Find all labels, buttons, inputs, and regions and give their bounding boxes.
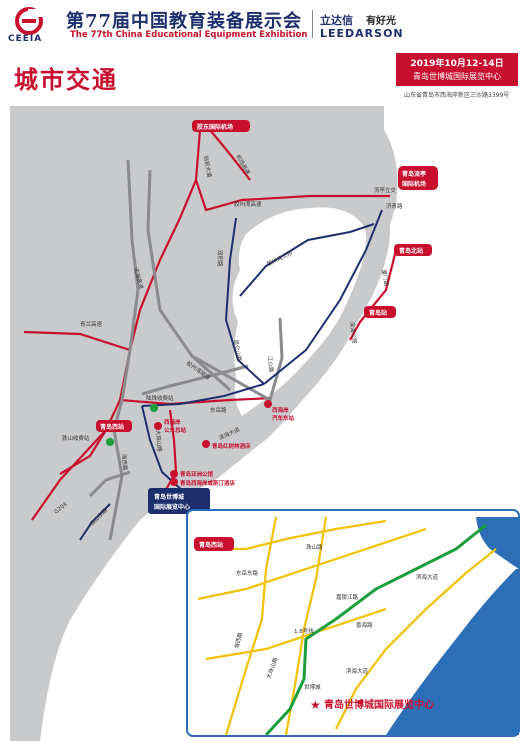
station-liuting-airport: 青岛流亭 国际机场	[398, 166, 438, 190]
inset-label-3: 1.8号线	[294, 627, 314, 635]
poi-dot-west-coast	[154, 422, 162, 430]
poi-gongche-yard: 公车总站	[164, 426, 187, 434]
label-dongyue-road: 东岳路	[210, 406, 227, 414]
poi-west-coast-bus-1: 西海岸	[272, 406, 289, 414]
svg-text:青岛西站: 青岛西站	[199, 541, 223, 549]
inset-label-2: 珠山路	[306, 543, 323, 551]
svg-text:国际展览中心: 国际展览中心	[154, 503, 190, 511]
poi-dot-west-coast-bus	[264, 400, 272, 408]
poi-yalishan: 青岛亚洲公馆	[180, 470, 214, 478]
brand-name-en: LEEDARSON	[320, 27, 404, 40]
poi-longtai-toll: 陆珠收费站	[146, 394, 174, 402]
svg-text:国际机场: 国际机场	[402, 180, 426, 188]
page-header: CEEIA 第77届中国教育装备展示会 The 77th China Educa…	[0, 0, 529, 48]
page-title: 城市交通	[14, 66, 118, 94]
inset-venue-name: 青岛世博城国际展览中心	[324, 698, 434, 711]
inset-sea	[386, 569, 519, 735]
exhibition-title-en: The 77th China Educational Equipment Exh…	[70, 30, 308, 40]
svg-text:青岛流亭: 青岛流亭	[402, 170, 426, 178]
svg-text:青岛站: 青岛站	[369, 309, 387, 317]
poi-dot-longtai-toll	[150, 404, 158, 412]
svg-text:青岛西站: 青岛西站	[100, 423, 124, 431]
inset-label-6: 滨海大道	[416, 573, 439, 581]
poi-dot-wyndham	[170, 478, 178, 486]
event-date: 2019年10月12-14日	[410, 59, 504, 69]
event-venue: 青岛世博城国际展览中心	[413, 72, 501, 81]
label-xiamen-road: 厦门路	[380, 269, 391, 287]
label-shuangyuan-road: 双积路	[216, 250, 224, 267]
label-haixi-road: 海西路	[120, 453, 129, 471]
label-binhai-road: 滨海公路	[348, 321, 359, 344]
poi-west-coast: 西海岸	[164, 418, 181, 426]
inset-label-4: 滨海大道	[346, 667, 369, 675]
header-divider	[312, 10, 313, 38]
label-liuting-flyover: 流亭立交	[374, 186, 397, 194]
station-qingdao-west: 青岛西站	[96, 420, 132, 432]
exhibition-title-cn: 第77届中国教育装备展示会	[66, 11, 303, 32]
svg-text:青岛世博城: 青岛世博城	[154, 493, 184, 501]
label-jiangshan-road: 江山路	[266, 355, 275, 373]
brand-slogan: 有好光	[366, 16, 396, 27]
inset-label-5: 世博城	[304, 683, 321, 691]
svg-text:青岛北站: 青岛北站	[399, 247, 423, 255]
inset-label-10: 嘉陵江路	[336, 593, 359, 601]
poi-hongshulin: 青岛红树林酒店	[212, 442, 251, 450]
event-date-box: 2019年10月12-14日 青岛世博城国际展览中心	[396, 53, 518, 86]
venue-inset-map: 青岛西站 东岳东路 珠山路 1.8号线 滨海大道 世博城 滨海大道 大珠山路 香…	[186, 509, 520, 737]
inset-venue-star-icon: ★	[310, 698, 321, 712]
trunk-roads	[88, 159, 284, 541]
poi-tieshan-toll: 铁山收费站	[62, 434, 90, 442]
inset-label-8: 香海路	[356, 621, 373, 629]
label-zhanqian-road: 站前大道	[202, 155, 214, 179]
station-qingdao: 青岛站	[364, 306, 396, 318]
poi-wyndham: 青岛西海岸威斯汀酒店	[180, 479, 236, 487]
label-qinglan-expressway: 青兰高速	[80, 320, 103, 328]
poi-west-coast-bus-2: 汽车东站	[272, 414, 295, 422]
brand-name-cn: 立达信	[320, 14, 353, 27]
station-qingdao-north: 青岛北站	[394, 244, 432, 256]
svg-text:胶东国际机场: 胶东国际机场	[197, 123, 233, 131]
event-address: 山东省青岛市西海岸新区三沙路3399号	[404, 92, 510, 99]
jiaozhou-bay	[232, 207, 368, 416]
qingdao-peninsula	[300, 190, 390, 386]
poi-dot-hongshulin	[202, 440, 210, 448]
station-jiaodong-airport: 胶东国际机场	[192, 120, 250, 132]
inset-label-1: 东岳东路	[236, 569, 259, 577]
venue-label-box: 青岛世博城 国际展览中心	[148, 488, 210, 514]
inset-sea-top	[476, 517, 519, 569]
ceeia-logo-icon	[15, 7, 44, 35]
label-jicheng-road: 济青路	[386, 202, 403, 210]
poi-dot-tieshan-toll	[106, 438, 114, 446]
label-dazhushan-road: 大珠山路	[154, 429, 164, 452]
city-traffic-map: 机场高速 站前大道 胶州湾高速 沈海高速 青兰高速 胶州湾大桥 双积路 流亭立交…	[10, 106, 438, 741]
inset-metro-line	[264, 523, 487, 737]
inset-station-qingdao-west: 青岛西站	[194, 537, 234, 551]
label-jiaozhouwan-expressway: 胶州湾高速	[234, 200, 262, 208]
label-kunlunshan-road: 昆仑山路	[232, 339, 244, 363]
logo-text: CEEIA	[8, 34, 43, 44]
poi-dot-yalishan	[170, 470, 178, 478]
